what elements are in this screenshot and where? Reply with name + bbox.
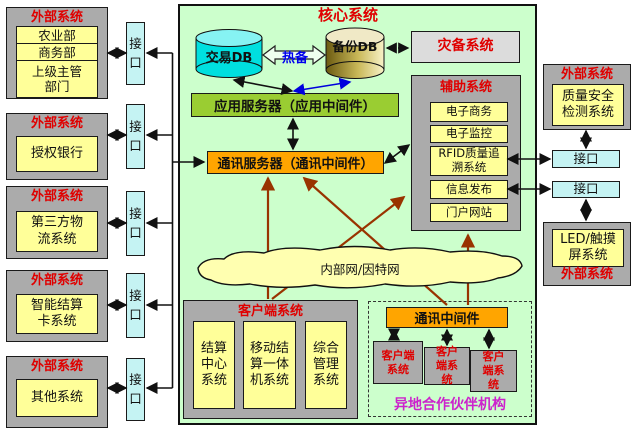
smart-card-system-item: 智能结算卡系统 — [16, 294, 98, 334]
aux-item-ecommerce: 电子商务 — [430, 102, 508, 122]
external-system-group-2: 外部系统 授权银行 — [6, 113, 108, 180]
external-system-right-bottom: LED/触摸屏系统 外部系统 — [543, 222, 631, 286]
third-party-logistics-item: 第三方物流系统 — [16, 211, 98, 252]
aux-system-title: 辅助系统 — [439, 80, 492, 95]
aux-item-info-publish: 信息发布 — [430, 180, 508, 199]
aux-item-portal: 门户网站 — [430, 203, 508, 222]
quality-safety-item: 质量安全检测系统 — [552, 84, 624, 126]
led-touchscreen-item: LED/触摸屏系统 — [552, 229, 624, 267]
superior-dept-item: 上级主管部门 — [17, 61, 97, 97]
hot-backup-label: 热备 — [281, 51, 308, 66]
external-system-group-3: 外部系统 第三方物流系统 — [6, 186, 108, 259]
authorized-bank-item: 授权银行 — [16, 136, 98, 172]
external-system-right-top: 外部系统 质量安全检测系统 — [543, 64, 631, 130]
external-system-1-items: 农业部 商务部 上级主管部门 — [16, 26, 98, 98]
client-system-box: 客户端系统 结算中心系统 移动结算一体机系统 综合管理系统 — [183, 300, 358, 419]
external-system-group-4: 外部系统 智能结算卡系统 — [6, 270, 108, 342]
interface-right-1: 接口 — [552, 150, 620, 168]
interface-left-4: 接口 — [126, 273, 145, 338]
interface-left-1: 接口 — [126, 22, 145, 85]
ministry-commerce-item: 商务部 — [17, 44, 97, 61]
client-settlement-center: 结算中心系统 — [193, 321, 235, 409]
external-system-right-top-title: 外部系统 — [560, 67, 613, 82]
aux-system-box: 辅助系统 电子商务 电子监控 RFID质量追溯系统 信息发布 门户网站 — [411, 75, 521, 231]
comm-server-bar: 通讯服务器（通讯中间件） — [207, 151, 384, 174]
partner-middleware-bar: 通讯中间件 — [386, 307, 508, 328]
external-system-3-title: 外部系统 — [30, 189, 83, 204]
client-mobile-settlement: 移动结算一体机系统 — [243, 321, 296, 409]
other-systems-item: 其他系统 — [16, 379, 98, 417]
disaster-recovery-label: 灾备系统 — [437, 38, 494, 55]
external-system-2-title: 外部系统 — [30, 116, 83, 131]
client-system-title: 客户端系统 — [237, 304, 303, 319]
app-server-bar: 应用服务器（应用中间件） — [191, 93, 399, 117]
backup-db-label: 备份DB — [332, 39, 378, 54]
aux-item-rfid-trace: RFID质量追溯系统 — [430, 146, 508, 176]
external-system-4-title: 外部系统 — [30, 273, 83, 288]
partner-org-label: 异地合作伙伴机构 — [394, 397, 506, 413]
external-system-5-title: 外部系统 — [30, 359, 83, 374]
interface-left-2: 接口 — [126, 104, 145, 169]
transaction-db-label: 交易DB — [205, 51, 253, 66]
partner-client-3: 客户端系统 — [470, 350, 517, 392]
external-system-group-5: 外部系统 其他系统 — [6, 356, 108, 428]
interface-left-5: 接口 — [126, 358, 145, 421]
aux-item-emonitoring: 电子监控 — [430, 125, 508, 143]
interface-left-3: 接口 — [126, 191, 145, 256]
network-cloud-label: 内部网/因特网 — [320, 262, 400, 277]
partner-org-box — [368, 301, 532, 417]
interface-right-2: 接口 — [552, 181, 620, 198]
external-system-right-bottom-title: 外部系统 — [560, 266, 613, 282]
client-comprehensive-mgmt: 综合管理系统 — [305, 321, 347, 409]
external-system-1-title: 外部系统 — [30, 10, 83, 25]
partner-client-2: 客户端系统 — [424, 345, 470, 386]
external-system-group-1: 外部系统 农业部 商务部 上级主管部门 — [6, 7, 108, 99]
ministry-agriculture-item: 农业部 — [17, 27, 97, 44]
partner-client-1: 客户端系统 — [373, 341, 423, 384]
core-system-title: 核心系统 — [317, 6, 378, 24]
disaster-recovery-box: 灾备系统 — [411, 31, 520, 63]
